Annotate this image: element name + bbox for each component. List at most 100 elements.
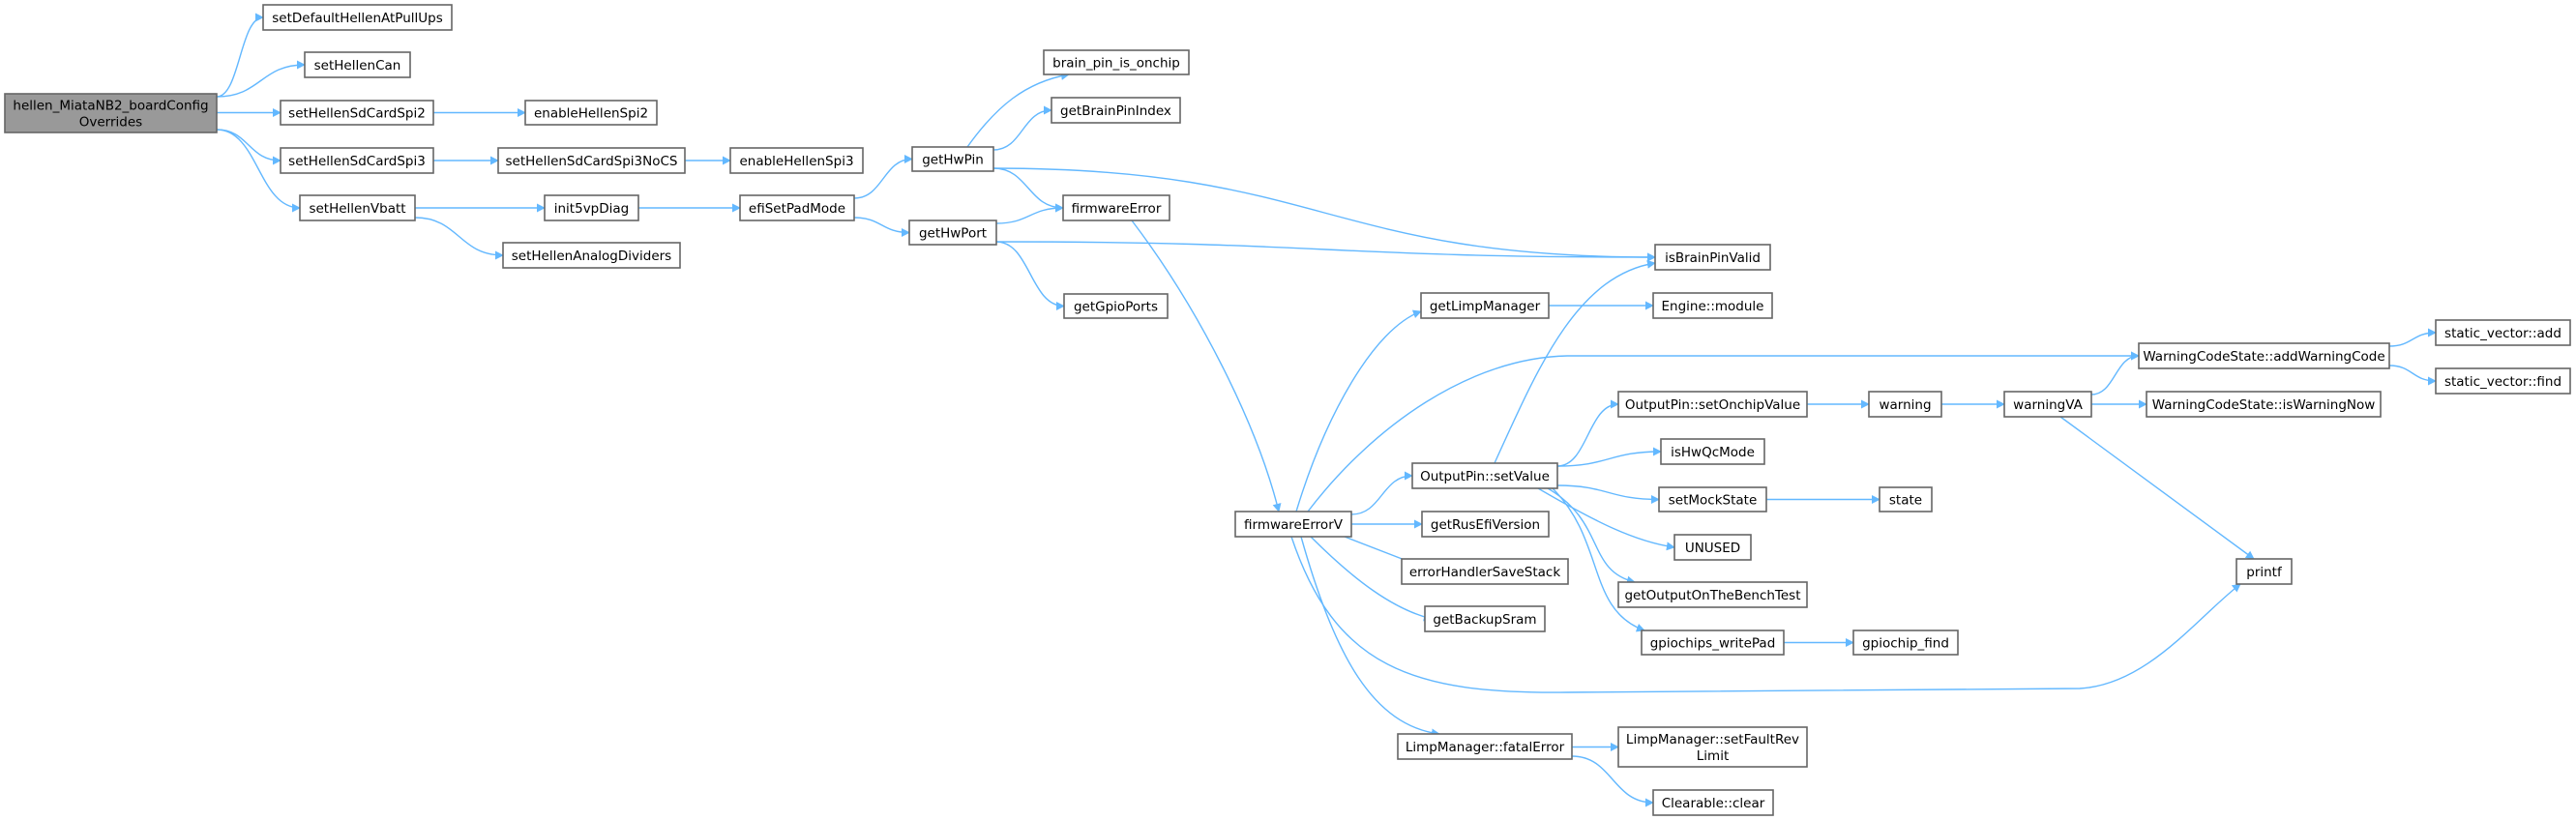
function-node-setDefaultHellenAtPullUps[interactable]: setDefaultHellenAtPullUps [262,4,453,31]
node-label: hellen_MiataNB2_boardConfig [13,99,208,114]
node-box [2003,391,2092,418]
node-label: gpiochip_find [1862,636,1949,652]
node-box [1658,486,1767,512]
function-node-brain_pin_is_onchip[interactable]: brain_pin_is_onchip [1043,49,1190,75]
function-node-setValue[interactable]: OutputPin::setValue [1411,462,1558,489]
function-node-warningVA[interactable]: warningVA [2003,391,2092,418]
function-node-printf[interactable]: printf [2235,558,2293,585]
function-node-getHwPort[interactable]: getHwPort [908,220,997,246]
node-box [304,51,411,78]
node-box [280,100,434,126]
function-node-fatalError[interactable]: LimpManager::fatalError [1397,733,1573,760]
call-edge-getHwPin-to-brain_pin_is_onchip [966,71,1070,148]
node-box [1397,733,1573,760]
function-node-EngineModule[interactable]: Engine::module [1652,292,1773,319]
function-node-getBackupSram[interactable]: getBackupSram [1424,605,1546,632]
function-node-getBrainPinIndex[interactable]: getBrainPinIndex [1051,97,1181,124]
node-box [729,147,864,174]
node-label: enableHellenSpi2 [534,106,648,122]
function-node-UNUSED[interactable]: UNUSED [1673,534,1752,561]
node-box [1234,511,1352,538]
call-edge-setValue-to-UNUSED [1537,487,1675,551]
node-box [2435,367,2571,395]
node-box [908,220,997,246]
function-node-enableHellenSpi2[interactable]: enableHellenSpi2 [524,100,658,126]
function-node-getLimpManager[interactable]: getLimpManager [1420,292,1550,319]
function-node-firmwareError[interactable]: firmwareError [1062,194,1170,221]
node-label: setHellenAnalogDividers [512,249,671,264]
call-edge-setValue-to-isHwQcMode [1556,447,1662,467]
call-edge-addWarningCode-to-svAdd [2388,328,2437,347]
node-label: firmwareErrorV [1244,517,1344,533]
function-node-getOutputOnTheBenchTest[interactable]: getOutputOnTheBenchTest [1617,581,1808,608]
node-label: Clearable::clear [1662,796,1765,811]
function-node-svAdd[interactable]: static_vector::add [2435,319,2571,346]
function-node-getGpioPorts[interactable]: getGpioPorts [1063,293,1169,319]
node-label: gpiochips_writePad [1650,636,1776,652]
function-node-setHellenVbatt[interactable]: setHellenVbatt [299,194,416,221]
function-node-errorHandlerSaveStack[interactable]: errorHandlerSaveStack [1401,558,1569,585]
call-edge-firmwareErrorV-to-getLimpManager [1295,309,1422,512]
function-node-clear[interactable]: Clearable::clear [1652,789,1774,816]
call-edge-setValue-to-isBrainPinValid [1494,259,1656,464]
node-label: warningVA [2013,397,2083,413]
node-label: Limit [1697,748,1729,764]
node-box [1879,486,1933,512]
node-label: getHwPin [922,153,984,168]
node-box [1063,293,1169,319]
function-node-setHellenSdCardSpi3[interactable]: setHellenSdCardSpi3 [280,147,434,174]
function-node-setMockState[interactable]: setMockState [1658,486,1767,512]
function-node-gpiochips_writePad[interactable]: gpiochips_writePad [1641,630,1785,656]
call-edge-setValue-to-getOutputOnTheBenchTest [1547,487,1636,585]
node-label: printf [2246,565,2283,580]
function-node-state[interactable]: state [1879,486,1933,512]
node-label: setHellenVbatt [309,201,405,217]
node-box [1617,391,1808,418]
call-edge-firmwareError-to-firmwareErrorV [1131,220,1282,512]
function-node-setHellenSdCardSpi3NoCS[interactable]: setHellenSdCardSpi3NoCS [497,147,686,174]
node-label: static_vector::add [2444,326,2561,341]
function-node-addWarningCode[interactable]: WarningCodeState::addWarningCode [2138,342,2390,369]
node-label: isHwQcMode [1671,445,1755,460]
node-label: setHellenSdCardSpi3NoCS [505,154,677,169]
function-node-setHellenCan[interactable]: setHellenCan [304,51,411,78]
node-label: setHellenCan [314,58,401,73]
function-node-isHwQcMode[interactable]: isHwQcMode [1660,438,1765,465]
node-box [544,194,639,221]
function-node-isWarningNow[interactable]: WarningCodeState::isWarningNow [2146,391,2382,418]
function-node-setOnchipValue[interactable]: OutputPin::setOnchipValue [1617,391,1808,418]
node-label: isBrainPinValid [1665,250,1761,266]
function-node-getHwPin[interactable]: getHwPin [911,146,994,172]
call-edge-setValue-to-gpiochips_writePad [1552,487,1645,632]
call-edge-getHwPort-to-getGpioPorts [995,241,1065,310]
node-box [1420,292,1550,319]
function-node-isBrainPinValid[interactable]: isBrainPinValid [1654,244,1771,271]
function-node-setHellenSdCardSpi2[interactable]: setHellenSdCardSpi2 [280,100,434,126]
function-node-warning[interactable]: warning [1868,391,1942,418]
node-label: getBrainPinIndex [1060,103,1171,119]
call-edge-getHwPin-to-firmwareError [992,167,1064,213]
node-box [1660,438,1765,465]
function-node-enableHellenSpi3[interactable]: enableHellenSpi3 [729,147,864,174]
function-node-firmwareErrorV[interactable]: firmwareErrorV [1234,511,1352,538]
node-label: UNUSED [1685,541,1740,556]
function-node-efiSetPadMode[interactable]: efiSetPadMode [739,194,855,221]
function-node-svFind[interactable]: static_vector::find [2435,367,2571,395]
function-node-init5vpDiag[interactable]: init5vpDiag [544,194,639,221]
function-node-gpiochip_find[interactable]: gpiochip_find [1852,630,1959,656]
node-label: getRusEfiVersion [1431,517,1540,533]
node-box [2435,319,2571,346]
node-label: brain_pin_is_onchip [1052,56,1180,72]
node-box [1654,244,1771,271]
node-label: getHwPort [919,226,987,242]
node-box [1043,49,1190,75]
node-label: LimpManager::fatalError [1406,740,1565,755]
call-edge-warningVA-to-addWarningCode [2090,351,2140,395]
node-box [739,194,855,221]
node-label: errorHandlerSaveStack [1409,565,1561,580]
function-node-setHellenAnalogDividers[interactable]: setHellenAnalogDividers [502,242,681,269]
function-node-getRusEfiVersion[interactable]: getRusEfiVersion [1421,511,1550,538]
